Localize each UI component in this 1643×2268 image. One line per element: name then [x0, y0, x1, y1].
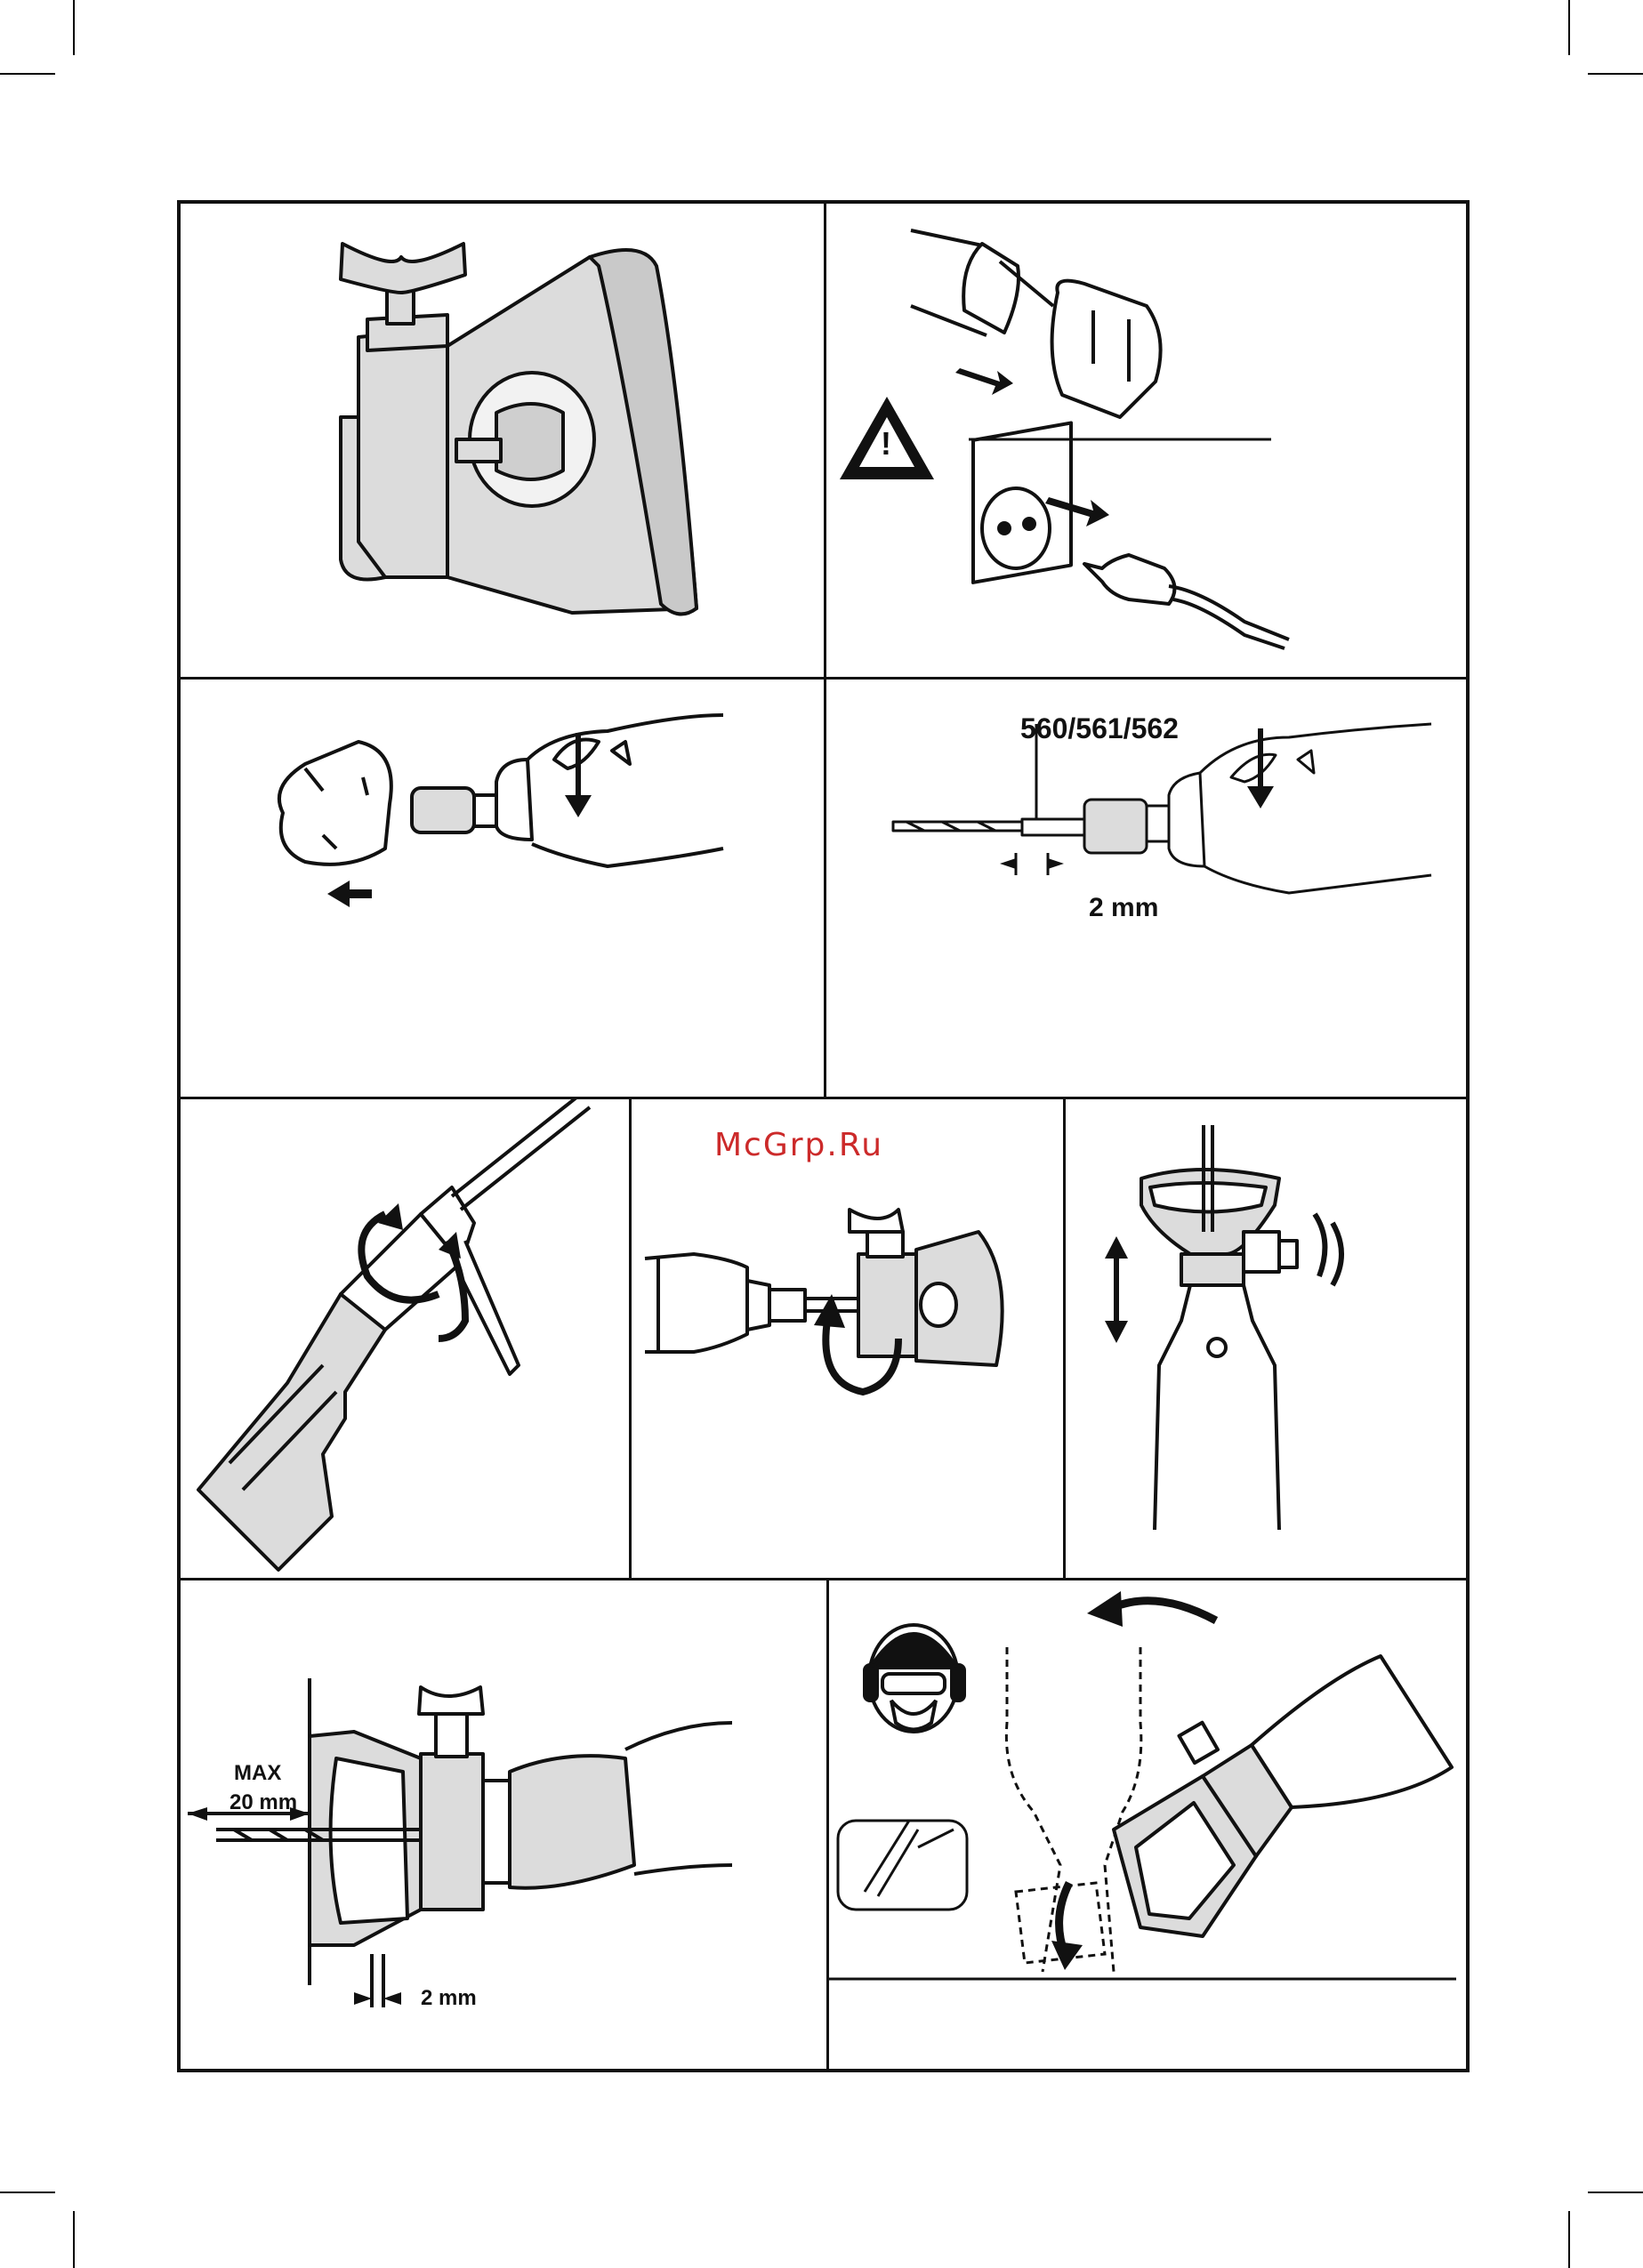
- tip-depth-label: 2 mm: [421, 1986, 477, 2011]
- remove-nose-cap-illustration: [181, 680, 824, 1097]
- insertion-depth-label: 2 mm: [1089, 893, 1158, 923]
- crop-mark: [1588, 73, 1643, 75]
- panel-attachment: [181, 204, 824, 677]
- panel-fit-attachment: McGrp.Ru: [632, 1098, 1063, 1578]
- bit-models-label: 560/561/562: [1020, 712, 1179, 745]
- max-value-label: 20 mm: [230, 1790, 297, 1815]
- crop-mark: [1588, 2192, 1643, 2193]
- crop-mark: [0, 73, 55, 75]
- warning-symbol: !: [881, 426, 891, 462]
- rotate-arrow-icon: [1315, 1214, 1341, 1285]
- tighten-collet-illustration: [181, 1098, 629, 1578]
- sharpening-motion-illustration: [829, 1580, 1466, 2069]
- fit-attachment-illustration: [632, 1098, 1063, 1578]
- panel-remove-cap: [181, 680, 824, 1097]
- sharpening-attachment-illustration: [181, 204, 824, 677]
- panel-tighten-chuck: [181, 1098, 629, 1578]
- illustration-sheet: !: [177, 200, 1470, 2072]
- crop-mark: [73, 2211, 75, 2268]
- disconnect-power-illustration: [826, 204, 1466, 677]
- push-arrow-icon: [1105, 1236, 1128, 1343]
- adjust-attachment-illustration: [1066, 1098, 1466, 1578]
- panel-adjust-height: [1066, 1098, 1466, 1578]
- crop-mark: [1568, 2211, 1570, 2268]
- panel-max-length: MAX 20 mm 2 mm: [181, 1580, 826, 2069]
- panel-sharpening-motion: [829, 1580, 1466, 2069]
- max-label: MAX: [234, 1761, 281, 1786]
- panel-disconnect-warning: !: [826, 204, 1466, 677]
- watermark: McGrp.Ru: [714, 1127, 883, 1163]
- crop-mark: [1568, 0, 1570, 55]
- crop-mark: [0, 2192, 55, 2193]
- safety-gear-icon: [865, 1625, 964, 1732]
- crop-mark: [73, 0, 75, 55]
- max-length-illustration: [181, 1580, 826, 2069]
- panel-insert-bit: 560/561/562 2 mm: [826, 680, 1466, 1097]
